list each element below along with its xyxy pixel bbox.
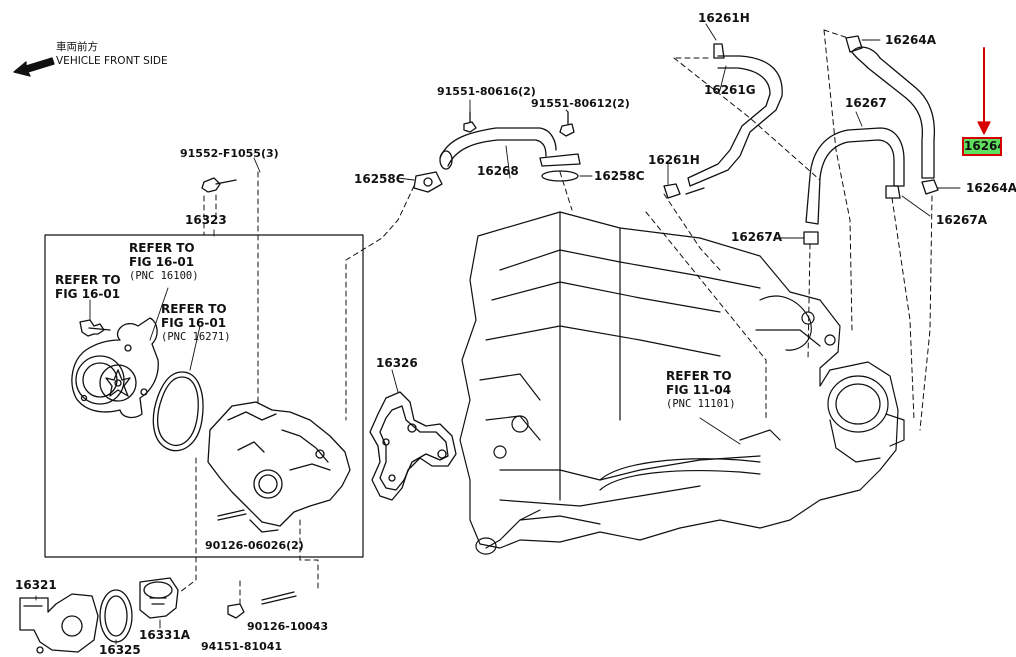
ref-line-c: (PNC 16271) (161, 331, 231, 343)
gasket-16258C-right (539, 153, 581, 167)
bolt-91551-80612 (559, 111, 575, 137)
hose-16267 (805, 127, 905, 225)
label-90126-06026[interactable]: 90126-06026(2) (205, 539, 304, 552)
ref-line-b: FIG 16-01 (55, 287, 121, 301)
label-91551-80612[interactable]: 91551-80612(2) (531, 97, 630, 110)
vehicle-front-text: VEHICLE FRONT SIDE (56, 55, 168, 67)
reference-pnc-16271[interactable]: REFER TO FIG 16-01 (PNC 16271) (161, 302, 231, 344)
label-16267[interactable]: 16267 (845, 96, 887, 110)
label-16264A-right[interactable]: 16264A (966, 181, 1016, 195)
ref-line-c: (PNC 16100) (129, 270, 199, 282)
clip-16267A-left (803, 231, 819, 245)
label-16261G[interactable]: 16261G (704, 83, 756, 97)
clamp-16261H-top (713, 43, 725, 59)
label-16323[interactable]: 16323 (185, 213, 227, 227)
nut-94151 (227, 603, 245, 619)
label-16264-highlighted[interactable]: 16264 (962, 137, 1002, 156)
gasket-16258C-left (413, 171, 443, 193)
hose-16261G (685, 55, 783, 195)
engine-block (459, 211, 905, 555)
label-91552-F1055[interactable]: 91552-F1055(3) (180, 147, 279, 160)
label-16331A[interactable]: 16331A (139, 628, 191, 642)
front-arrow-icon (13, 57, 55, 77)
vehicle-front-cjk: 車両前方 (56, 41, 98, 53)
water-pump (71, 317, 159, 419)
label-16258C-right[interactable]: 16258C (594, 169, 645, 183)
label-16325[interactable]: 16325 (99, 643, 141, 657)
clamp-16264A-right (921, 179, 939, 195)
label-16326[interactable]: 16326 (376, 356, 418, 370)
thermostat-16331A (139, 577, 179, 619)
clamp-16264A-top (845, 35, 863, 53)
ref-line-b: FIG 16-01 (161, 316, 227, 330)
label-16268[interactable]: 16268 (477, 164, 519, 178)
label-16267A-left[interactable]: 16267A (731, 230, 783, 244)
gasket-16326 (369, 391, 457, 501)
label-16321[interactable]: 16321 (15, 578, 57, 592)
ref-line-a: REFER TO (666, 369, 732, 383)
label-16267A-right[interactable]: 16267A (936, 213, 988, 227)
reference-pnc-11101[interactable]: REFER TO FIG 11-04 (PNC 11101) (666, 369, 736, 411)
label-94151-81041[interactable]: 94151-81041 (201, 640, 283, 653)
bolt-91551-80616 (463, 111, 477, 133)
label-91551-80616[interactable]: 91551-80616(2) (437, 85, 536, 98)
hose-16264 (851, 46, 936, 179)
label-16261H-mid[interactable]: 16261H (648, 153, 700, 167)
vehicle-front-label: 車両前方 VEHICLE FRONT SIDE (56, 40, 168, 68)
clip-16267A-right (885, 185, 901, 199)
ref-line-a: REFER TO (55, 273, 121, 287)
label-16258C-left[interactable]: 16258C (354, 172, 405, 186)
bolt-91552 (201, 177, 221, 193)
clamp-16261H-mid (663, 183, 681, 199)
outlet-16321 (19, 593, 99, 654)
bolt-left (79, 319, 105, 337)
label-16264A-top[interactable]: 16264A (885, 33, 937, 47)
housing-16323 (207, 401, 351, 533)
reference-pnc-16100[interactable]: REFER TO FIG 16-01 (PNC 16100) (129, 241, 199, 283)
ref-line-b: FIG 16-01 (129, 255, 195, 269)
hose-16268 (439, 127, 557, 170)
pump-gasket (152, 371, 204, 452)
label-16261H-top[interactable]: 16261H (698, 11, 750, 25)
ref-line-b: FIG 11-04 (666, 383, 732, 397)
label-90126-10043[interactable]: 90126-10043 (247, 620, 329, 633)
ref-line-a: REFER TO (161, 302, 227, 316)
stud-90126-06026 (217, 509, 247, 521)
ref-line-c: (PNC 11101) (666, 398, 736, 410)
ref-line-a: REFER TO (129, 241, 195, 255)
reference-fig-16-01[interactable]: REFER TO FIG 16-01 (55, 273, 121, 301)
